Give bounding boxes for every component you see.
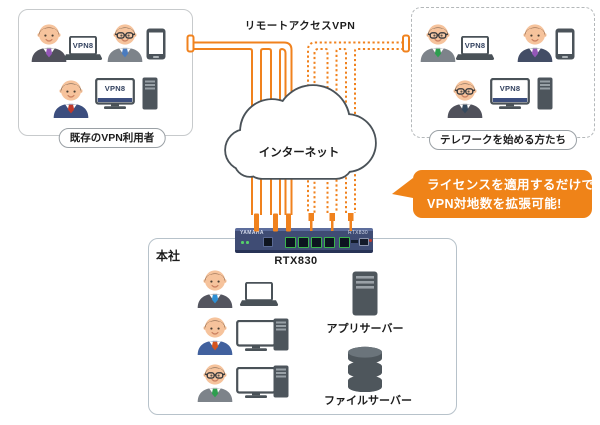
router-button xyxy=(368,239,372,242)
person-avatar xyxy=(417,20,459,62)
router-lan-port xyxy=(324,237,335,248)
person-avatar xyxy=(194,360,236,402)
telework-users-label: テレワークを始める方たち xyxy=(429,130,577,150)
callout-line1: ライセンスを適用するだけで xyxy=(427,178,595,192)
existing-vpn-users-label: 既存のVPN利用者 xyxy=(58,128,166,148)
headquarters-label: 本社 xyxy=(156,249,181,263)
router-lan-port xyxy=(285,237,296,248)
headquarters-box xyxy=(148,238,457,415)
router-console-port xyxy=(263,237,273,247)
router-led xyxy=(246,241,249,244)
vpn-license-badge: VPN8 xyxy=(72,41,94,50)
callout-tail xyxy=(392,178,413,198)
desktop-monitor-icon xyxy=(236,320,276,352)
laptop-icon: VPN8 xyxy=(455,36,495,62)
person-avatar xyxy=(444,76,486,118)
pc-tower-icon xyxy=(142,77,158,111)
router-model-label: RTX830 xyxy=(274,255,318,267)
internet-cloud-fill xyxy=(226,86,375,178)
app-server-label: アプリサーバー xyxy=(326,323,404,335)
person-avatar xyxy=(194,313,236,355)
laptop-icon xyxy=(239,282,279,308)
smartphone-icon xyxy=(146,28,166,60)
person-avatar xyxy=(104,20,146,62)
desktop-monitor-icon: VPN8 xyxy=(95,78,135,110)
person-avatar xyxy=(514,20,556,62)
router-brand-text: YAMAHA xyxy=(240,230,264,236)
app-server-icon xyxy=(352,271,378,316)
internet-cloud xyxy=(224,84,377,180)
solid-vpn-tunnels xyxy=(186,34,293,215)
internet-label: インターネット xyxy=(259,145,340,159)
router-sd-slot xyxy=(351,240,358,243)
vpn-license-badge: VPN8 xyxy=(499,84,521,93)
pc-tower-icon xyxy=(273,318,289,352)
desktop-monitor-icon xyxy=(236,367,276,399)
router-model-text: RTX830 xyxy=(347,230,368,236)
vpn-license-badge: VPN8 xyxy=(104,84,126,93)
file-server-label: ファイルサーバー xyxy=(324,395,412,407)
callout-line2: VPN対地数を拡張可能! xyxy=(427,197,562,211)
person-avatar xyxy=(50,76,92,118)
laptop-icon: VPN8 xyxy=(63,36,103,62)
router-wan-port xyxy=(339,237,350,248)
pc-tower-icon xyxy=(273,365,289,399)
router-lan-port xyxy=(298,237,309,248)
router-usb-port xyxy=(359,238,369,246)
rtx830-router: YAMAHA RTX830 xyxy=(235,228,373,253)
dotted-vpn-tunnels xyxy=(307,41,404,213)
desktop-monitor-icon: VPN8 xyxy=(490,78,530,110)
remote-access-vpn-title: リモートアクセスVPN xyxy=(244,20,356,32)
pc-tower-icon xyxy=(537,77,553,111)
person-avatar xyxy=(194,266,236,308)
license-callout: ライセンスを適用するだけで VPN対地数を拡張可能! xyxy=(392,170,595,218)
router-lan-port xyxy=(311,237,322,248)
router-led xyxy=(241,241,244,244)
file-server-icon xyxy=(347,346,383,392)
vpn-license-badge: VPN8 xyxy=(464,41,486,50)
smartphone-icon xyxy=(555,28,575,60)
